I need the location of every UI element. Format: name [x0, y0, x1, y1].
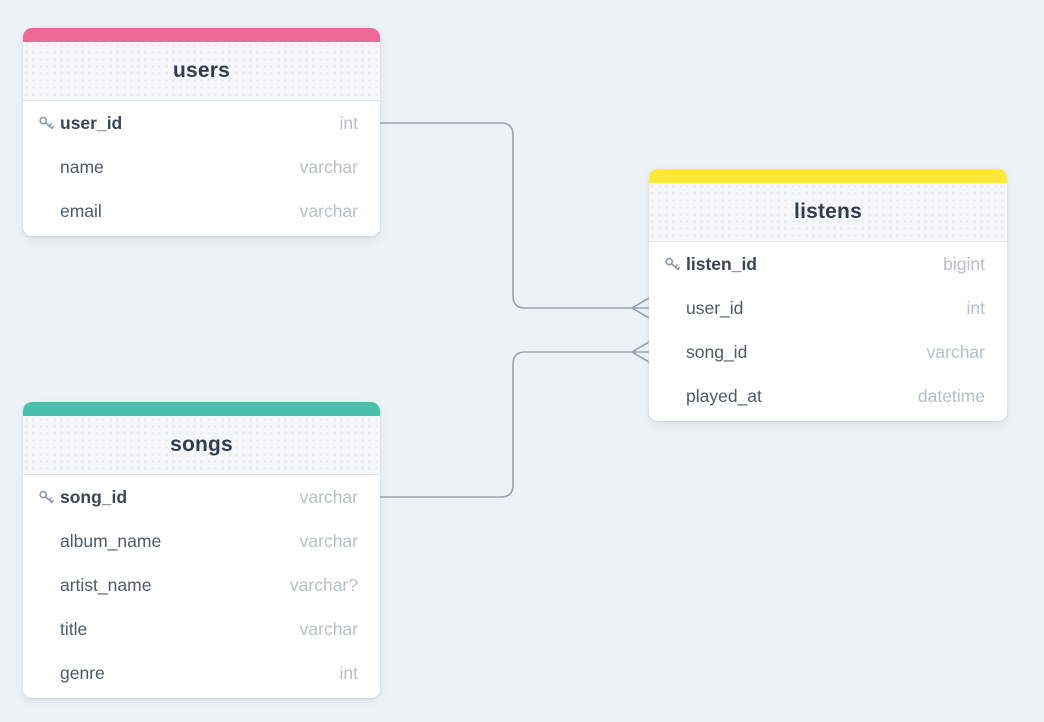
- table-users-accent-bar: [23, 28, 380, 42]
- field-type: varchar?: [289, 574, 358, 595]
- table-listens-accent-bar: [649, 169, 1007, 183]
- field-row-songs-song-id[interactable]: song_id varchar: [23, 475, 380, 519]
- field-row-listens-listen-id[interactable]: listen_id bigint: [649, 242, 1007, 286]
- field-row-listens-song-id[interactable]: song_id varchar: [649, 330, 1007, 374]
- table-songs-title: songs: [170, 433, 233, 456]
- field-type: int: [966, 297, 985, 318]
- table-users[interactable]: users user_id int name varchar: [23, 28, 380, 236]
- table-listens-header[interactable]: listens: [649, 183, 1007, 242]
- field-name: user_id: [60, 112, 123, 133]
- field-type: datetime: [917, 385, 985, 406]
- field-row-listens-user-id[interactable]: user_id int: [649, 286, 1007, 330]
- field-row-listens-played-at[interactable]: played_at datetime: [649, 374, 1007, 418]
- table-songs-header[interactable]: songs: [23, 416, 380, 475]
- field-name: artist_name: [60, 574, 152, 595]
- field-name: name: [60, 156, 104, 177]
- relationship-users-listens[interactable]: [380, 122, 650, 319]
- field-type: varchar: [299, 486, 358, 507]
- field-name: user_id: [686, 297, 744, 318]
- table-users-title: users: [172, 59, 231, 82]
- field-name: email: [60, 200, 102, 221]
- field-name: song_id: [60, 486, 128, 507]
- field-row-users-email[interactable]: email varchar: [23, 189, 380, 233]
- field-row-users-user-id[interactable]: user_id int: [23, 101, 380, 145]
- field-name: genre: [60, 662, 105, 683]
- field-name: song_id: [686, 341, 748, 362]
- field-row-songs-genre[interactable]: genre int: [23, 651, 380, 695]
- table-listens[interactable]: listens listen_id bigint user_id int: [649, 169, 1007, 421]
- field-name: album_name: [60, 530, 162, 551]
- field-name: title: [60, 618, 88, 639]
- field-type: varchar: [926, 341, 985, 362]
- field-name: listen_id: [686, 253, 757, 274]
- table-users-rows: user_id int name varchar email varchar: [23, 101, 380, 236]
- table-songs-accent-bar: [23, 402, 380, 416]
- field-type: varchar: [299, 530, 358, 551]
- table-listens-rows: listen_id bigint user_id int song_id var…: [649, 242, 1007, 421]
- field-type: varchar: [299, 156, 358, 177]
- key-icon: [38, 489, 60, 506]
- relationship-songs-listens[interactable]: [380, 341, 650, 498]
- table-songs-rows: song_id varchar album_name varchar artis…: [23, 475, 380, 698]
- field-type: int: [339, 112, 358, 133]
- table-songs[interactable]: songs song_id varchar album_name varchar: [23, 402, 380, 698]
- field-name: played_at: [686, 385, 762, 406]
- field-row-songs-title[interactable]: title varchar: [23, 607, 380, 651]
- field-type: bigint: [943, 253, 985, 274]
- field-row-songs-album-name[interactable]: album_name varchar: [23, 519, 380, 563]
- key-icon: [664, 256, 686, 273]
- key-icon: [38, 115, 60, 132]
- field-row-songs-artist-name[interactable]: artist_name varchar?: [23, 563, 380, 607]
- field-type: varchar: [299, 618, 358, 639]
- field-type: varchar: [299, 200, 358, 221]
- field-type: int: [339, 662, 358, 683]
- table-listens-title: listens: [794, 200, 862, 223]
- field-row-users-name[interactable]: name varchar: [23, 145, 380, 189]
- table-users-header[interactable]: users: [23, 42, 380, 101]
